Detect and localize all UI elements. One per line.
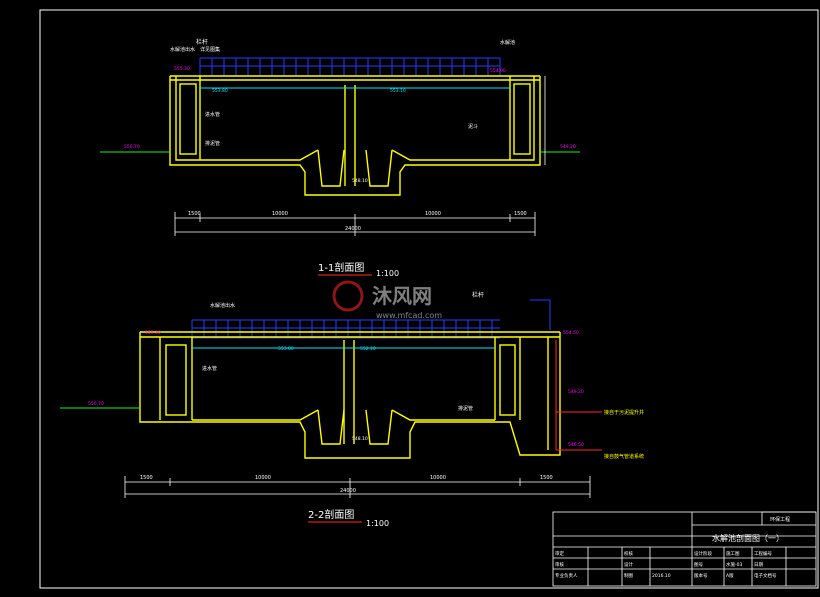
title-block-cell: 水施-03 [726,561,742,568]
dim-1c: 10000 [425,211,441,217]
label-drain-2: 排泥管 [458,405,473,412]
label-railing-2: 栏杆 [472,291,484,299]
label-drain-1: 排泥管 [205,140,220,147]
label-pipe-1: 进水管 [205,111,220,118]
label-waterlevel-1: 水解池 [500,39,515,46]
section-1-title: 1-1剖面图 [318,261,364,274]
dim-1d: 1500 [514,211,527,217]
title-block-cell: 2016.10 [652,573,671,579]
piping-2 [555,340,602,451]
section-2-2: 1500 10000 10000 1500 24000 水解池出水 栏杆 进水管… [60,291,644,528]
label-hopper-1: 泥斗 [468,123,478,130]
title-drawing-name: 水解池剖面图（一） [712,533,784,543]
title-block-cell: 图号 [694,562,703,568]
dim-line-2 [124,476,591,498]
title-block-cell: 审核 [555,561,564,568]
dim-2-total: 24000 [340,488,356,494]
section-2-scale: 1:100 [366,519,389,528]
elev-2c: 553.80 [278,346,294,352]
title-block-cell: A版 [726,572,734,579]
label-railing-1: 栏杆 [196,38,208,46]
elev-2a: 555.30 [145,330,161,336]
title-block-cell: 设计阶段 [694,550,712,557]
elev-1b: 554.90 [490,68,506,74]
dim-2c: 10000 [430,475,446,481]
watermark-url: www.mfcad.com [376,311,442,320]
elev-1f: 549.20 [560,144,576,150]
label-air-2: 接自鼓气管道系统 [604,453,644,460]
title-block [552,511,817,587]
dim-1a: 1500 [188,211,201,217]
elev-2e: 550.70 [88,401,104,407]
elev-1g: 548.10 [352,178,368,184]
elev-1c: 553.80 [212,88,228,94]
label-overflow-1: 水解池出水 [170,46,195,53]
label-overflow-2: 水解池出水 [210,302,235,309]
watermark-brand: 沐风网 [372,284,432,308]
title-block-cell: 施工图 [726,550,740,557]
dim-1b: 10000 [272,211,288,217]
watermark: 沐风网 www.mfcad.com [332,280,442,320]
title-block-cell: 工程编号 [754,550,772,557]
elev-1a: 555.30 [174,66,190,72]
elev-2f: 549.20 [568,389,584,395]
title-company: 环保工程 [770,516,790,523]
elev-2g: 548.10 [352,436,368,442]
section-2-title: 2-2剖面图 [308,508,354,521]
drawing-frame [39,9,819,589]
section-1-1: 1500 10000 10000 1500 24000 栏杆 详见图集 水解池出… [100,38,580,278]
dim-2b: 10000 [255,475,271,481]
title-block-cell: 设计 [624,561,633,568]
label-pipe-2: 进水管 [202,365,217,372]
elev-2b: 554.50 [563,330,579,336]
title-block-cell: 电子文档号 [754,572,777,579]
dim-line-1 [174,212,536,236]
railing-1 [199,57,501,77]
tank-walls-2 [139,331,561,459]
title-block-cell: 专业负责人 [555,572,578,579]
section-1-scale: 1:100 [376,269,399,278]
label-railtype-1: 详见图集 [200,46,220,53]
elev-1d: 553.10 [390,88,406,94]
railing-2 [191,299,551,339]
title-block-cell: 审定 [555,550,564,557]
elev-2d: 552.10 [360,346,376,352]
label-sludge-2: 接自于污泥提升井 [604,409,644,416]
elev-2h: 546.50 [568,442,584,448]
title-block-cell: 日期 [754,562,763,568]
dim-2d: 1500 [540,475,553,481]
elev-1e: 550.70 [124,144,140,150]
dim-2a: 1500 [140,475,153,481]
title-block-cell: 版本号 [694,572,708,579]
title-block-cell: 校核 [624,550,633,557]
title-block-cell: 制图 [624,572,633,579]
tank-walls-1 [169,75,541,196]
dim-1-total: 24000 [345,226,361,232]
